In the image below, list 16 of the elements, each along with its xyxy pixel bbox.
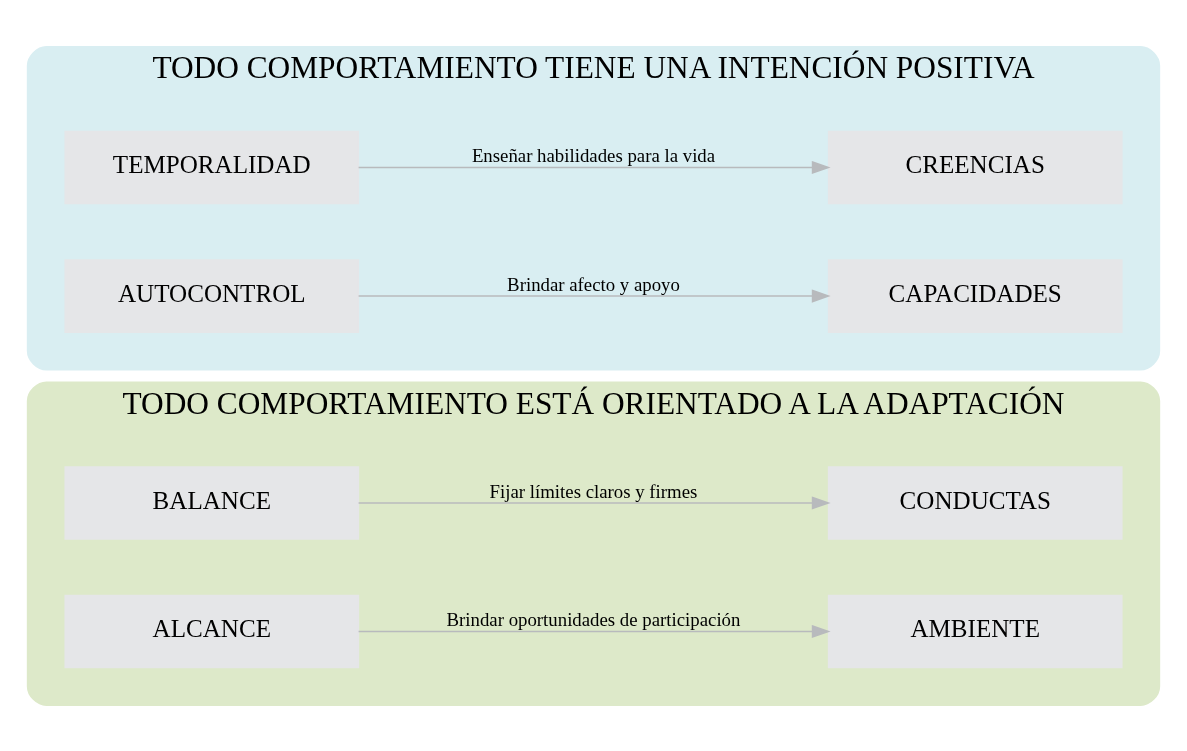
arrow: [357, 160, 831, 174]
arrow: [357, 495, 831, 510]
arrow: [357, 288, 831, 303]
node-box: CONDUCTAS: [827, 465, 1123, 540]
node-box: ALCANCE: [64, 594, 360, 668]
edge-label: Fijar límites claros y firmes: [489, 480, 698, 502]
node-box: AUTOCONTROL: [64, 258, 360, 333]
edge-label: Brindar oportunidades de participación: [446, 608, 741, 630]
edge-label: Brindar afecto y apoyo: [507, 273, 680, 295]
node-box: TEMPORALIDAD: [64, 130, 360, 204]
arrow: [357, 624, 831, 638]
node-box: BALANCE: [64, 465, 360, 540]
edge-label: Enseñar habilidades para la vida: [471, 144, 716, 166]
node-box: CAPACIDADES: [827, 258, 1123, 333]
node-box: CREENCIAS: [827, 130, 1123, 204]
node-box: AMBIENTE: [827, 594, 1123, 668]
